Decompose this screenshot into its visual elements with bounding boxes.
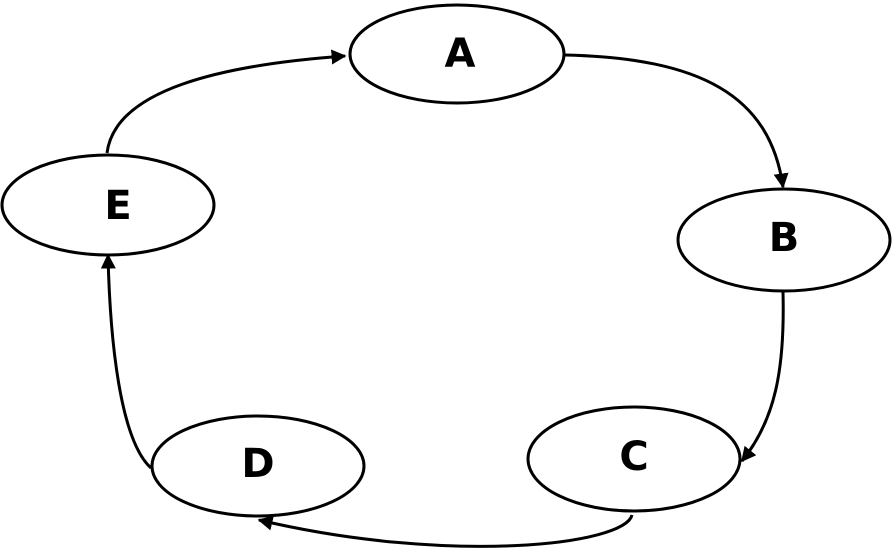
node-c-ellipse (526, 405, 742, 513)
node-d-label: D (241, 441, 274, 487)
node-b-ellipse (676, 187, 892, 293)
edge-e-to-a (105, 49, 347, 154)
edge-a-to-b (564, 53, 789, 189)
node-a-ellipse (348, 3, 566, 105)
node-a-label: A (445, 31, 476, 77)
node-c-label: C (619, 434, 648, 480)
edge-d-to-e (100, 253, 153, 470)
node-d: D (150, 414, 366, 518)
node-b-label: B (769, 215, 800, 261)
node-e: E (0, 153, 216, 257)
node-e-ellipse (0, 153, 216, 257)
node-e-label: E (104, 183, 131, 229)
node-b: B (676, 187, 892, 293)
node-d-ellipse (150, 414, 366, 518)
edge-b-to-c (740, 291, 785, 463)
node-a: A (348, 3, 566, 105)
edges (100, 49, 789, 548)
node-c: C (526, 405, 742, 513)
edge-c-to-d (257, 514, 634, 548)
